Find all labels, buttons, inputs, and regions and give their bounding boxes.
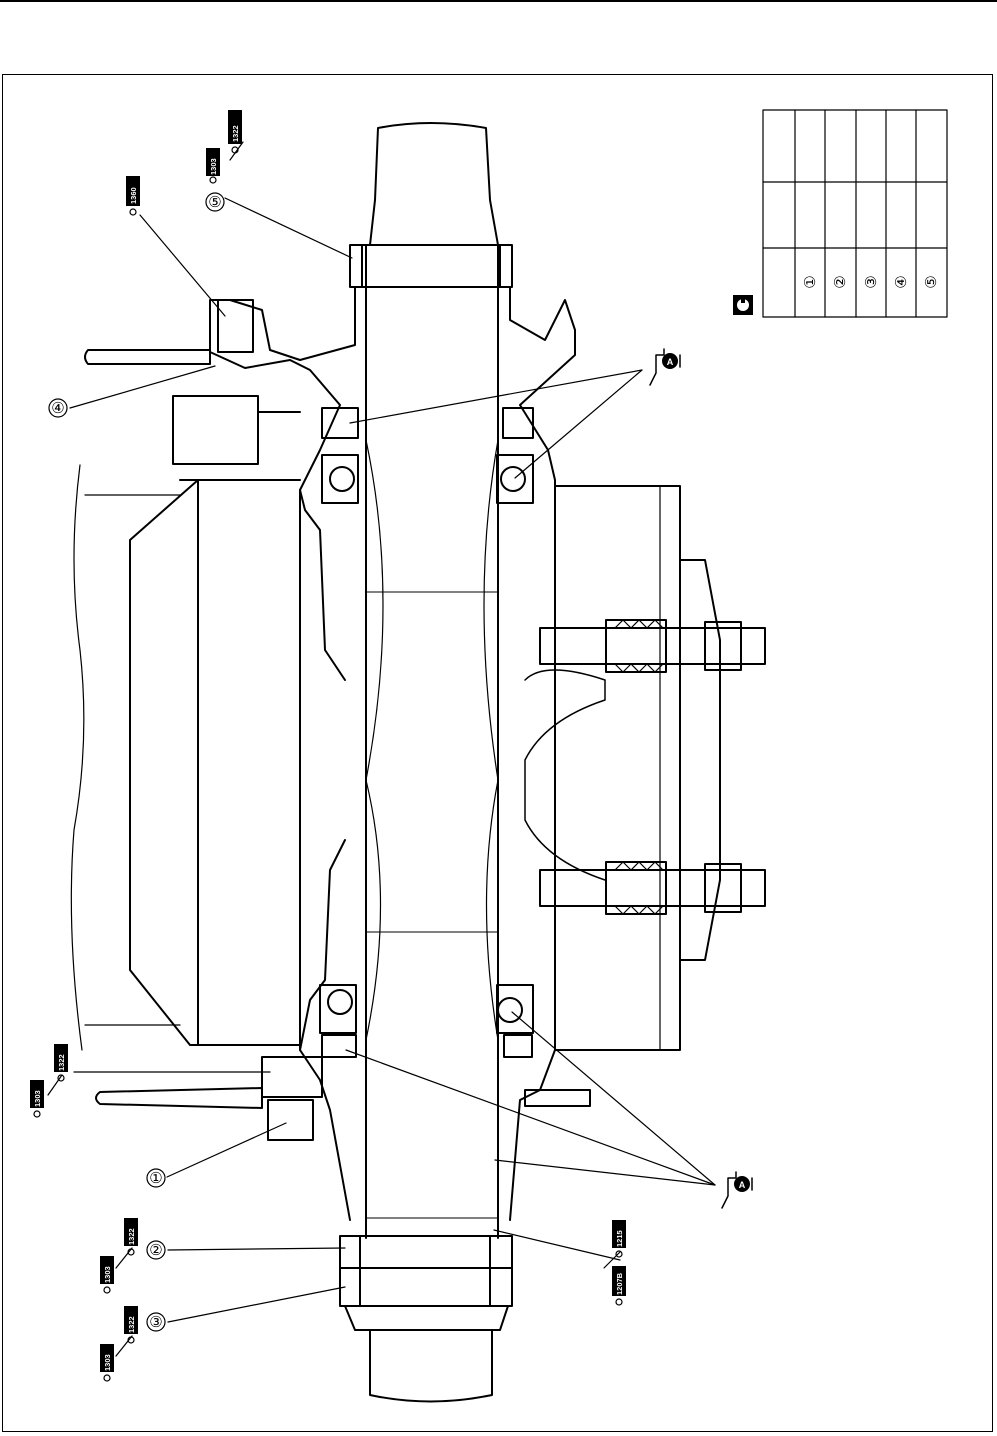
callout-2-label: ② — [149, 1242, 162, 1259]
table-row-5: ⑤ — [923, 275, 940, 288]
grease-symbol-upper: A — [649, 348, 681, 386]
table-row-3: ③ — [863, 275, 880, 288]
tube-1303-left-code: 1303 — [33, 1090, 42, 1107]
callout-2: ② — [146, 1240, 166, 1260]
top-locknut — [349, 244, 513, 288]
tube-1215: 1215 — [612, 1220, 626, 1258]
grease-letter-lower: A — [739, 1180, 746, 1190]
tube-1207b-code: 1207B — [615, 1272, 624, 1295]
tube-1322-left: 1322 — [54, 1044, 68, 1082]
drawing-frame — [2, 74, 993, 1432]
grease-symbol-lower: A — [721, 1171, 753, 1209]
tube-1360: 1360 — [126, 176, 140, 216]
leader-lines — [69, 197, 716, 1323]
grease-letter-upper: A — [667, 357, 674, 367]
callout-3: ③ — [146, 1312, 166, 1332]
table-row-1: ① — [802, 275, 819, 288]
tube-1303-nut3-code: 1303 — [103, 1354, 112, 1371]
tube-1303-nut2-code: 1303 — [103, 1266, 112, 1283]
bleed-nipple — [84, 299, 254, 365]
axle-shaft — [365, 122, 499, 1403]
bearing-upper — [321, 407, 534, 504]
tube-1303-nut3: 1303 — [100, 1344, 114, 1382]
tube-1322-top-code: 1322 — [231, 125, 240, 142]
tube-1215-code: 1215 — [615, 1230, 624, 1247]
torque-table: ① ② ③ ④ ⑤ — [762, 109, 948, 318]
abs-sensor-block — [172, 395, 301, 465]
torque-wrench-icon — [733, 295, 753, 315]
callout-3-label: ③ — [149, 1314, 162, 1331]
callout-5: ⑤ — [205, 192, 225, 212]
wheel-stud-upper — [539, 619, 766, 673]
callout-5-label: ⑤ — [208, 194, 221, 211]
wheel-stud-lower — [539, 861, 766, 915]
drain-fitting — [95, 1056, 591, 1141]
page-top-rule — [0, 0, 997, 2]
callout-1-label: ① — [149, 1170, 162, 1187]
tube-1322-nut2-code: 1322 — [127, 1228, 136, 1245]
callout-4-label: ④ — [51, 400, 64, 417]
brake-drum — [70, 464, 301, 1051]
hub-housing — [209, 286, 576, 1221]
callout-4: ④ — [48, 398, 68, 418]
table-row-2: ② — [832, 275, 849, 288]
tube-1303-top-code: 1303 — [209, 158, 218, 175]
callout-1: ① — [146, 1168, 166, 1188]
tube-1322-top: 1322 — [228, 110, 242, 154]
tube-1360-code: 1360 — [129, 187, 138, 204]
bottom-nuts — [339, 1235, 513, 1331]
bearing-lower — [319, 984, 534, 1058]
tube-1303-nut2: 1303 — [100, 1256, 114, 1294]
table-row-4: ④ — [893, 275, 910, 288]
tube-1322-left-code: 1322 — [57, 1054, 66, 1071]
tube-1322-nut3-code: 1322 — [127, 1316, 136, 1333]
tube-1303-left: 1303 — [30, 1080, 44, 1118]
tube-1207b: 1207B — [612, 1266, 626, 1306]
tube-1303-top: 1303 — [206, 148, 220, 184]
wheel-flange — [524, 485, 721, 1051]
